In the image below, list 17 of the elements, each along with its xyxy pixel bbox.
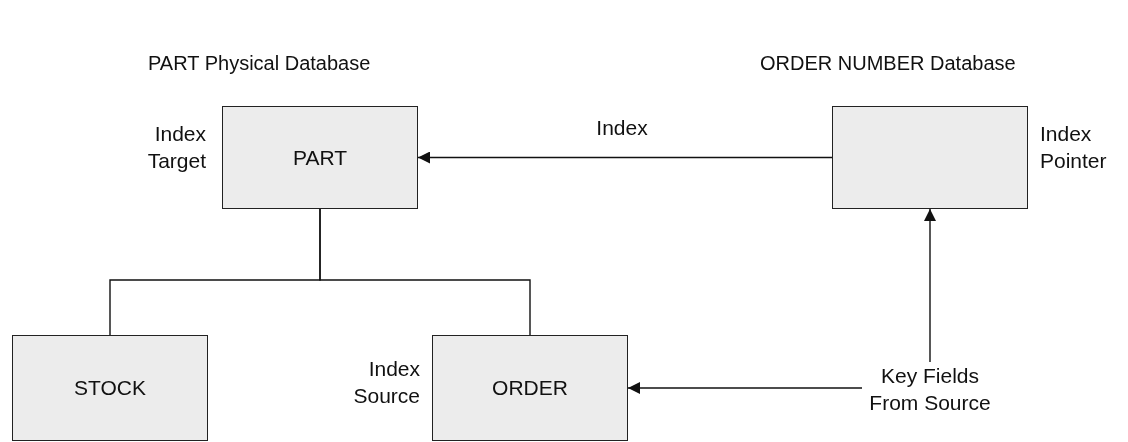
segment-box — [832, 106, 1028, 209]
segment-name: STOCK — [74, 376, 146, 400]
arrow — [924, 208, 936, 363]
side-label: Index Pointer — [1040, 121, 1108, 175]
arrow — [417, 151, 833, 164]
database-title: PART Physical Database — [148, 52, 371, 75]
database-title: ORDER NUMBER Database — [760, 52, 1016, 75]
segment-name: ORDER — [492, 376, 568, 400]
segment-box — [222, 106, 418, 209]
connector-line — [319, 208, 531, 336]
side-label: Index Source — [352, 356, 420, 410]
segment-name: PART — [292, 145, 348, 170]
segment-box — [432, 335, 628, 441]
arrow — [627, 382, 863, 394]
side-label: Index Target — [146, 121, 206, 175]
segment-box — [12, 335, 208, 441]
source-label: Key Fields From Source — [862, 362, 998, 417]
